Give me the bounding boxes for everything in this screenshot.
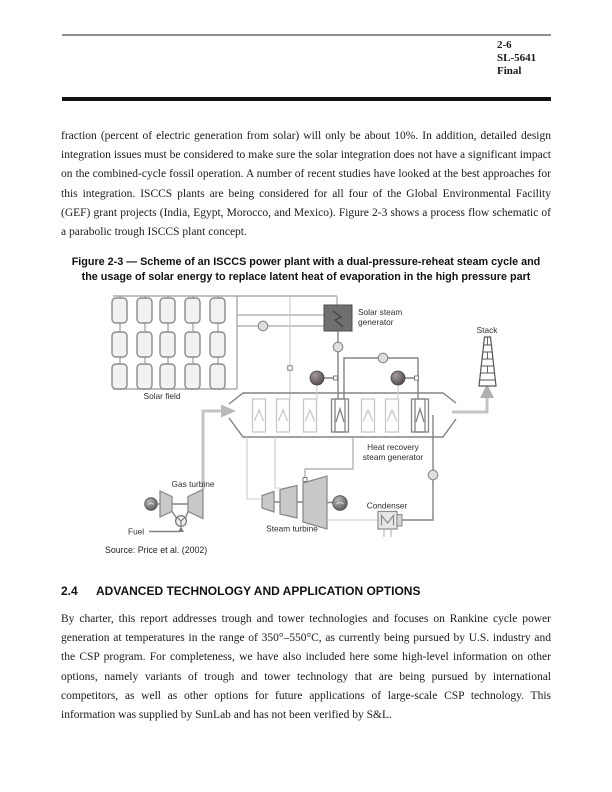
hrsg: Heat recovery steam generator bbox=[228, 392, 457, 462]
hrsg-label: Heat recovery bbox=[367, 442, 419, 452]
source-note: Source: Price et al. (2002) bbox=[105, 545, 207, 555]
steam-turbine-label: Steam turbine bbox=[266, 524, 318, 534]
steam-turbine: Steam turbine bbox=[261, 475, 348, 534]
solar-field-label: Solar field bbox=[144, 391, 181, 401]
figure-caption: Figure 2-3 — Scheme of an ISCCS power pl… bbox=[56, 255, 556, 284]
feedwater-line bbox=[402, 415, 439, 521]
pump-icon bbox=[390, 370, 406, 386]
figure-caption-line-2: the usage of solar energy to replace lat… bbox=[81, 270, 531, 283]
stack-label: Stack bbox=[477, 325, 499, 335]
valve-icon bbox=[332, 341, 344, 353]
body-paragraph-2: By charter, this report addresses trough… bbox=[61, 613, 551, 722]
fuel-label: Fuel bbox=[128, 527, 144, 537]
document-number: SL-5641 bbox=[497, 52, 537, 64]
gas-turbine: Gas turbine bbox=[144, 479, 215, 527]
header-rule-thin bbox=[62, 34, 551, 36]
fuel-line: Fuel bbox=[128, 526, 184, 537]
steam-lines bbox=[246, 437, 354, 500]
document-status: Final bbox=[497, 65, 522, 77]
figure-caption-line-1: Figure 2-3 — Scheme of an ISCCS power pl… bbox=[71, 256, 541, 268]
valve-icon bbox=[427, 469, 439, 481]
stack-icon: Stack bbox=[477, 325, 499, 387]
hrsg-coil bbox=[251, 398, 400, 433]
page-header: 2-6 SL-5641 Final bbox=[497, 39, 536, 78]
page-number: 2-6 bbox=[497, 39, 512, 51]
svg-text:steam generator: steam generator bbox=[363, 452, 424, 462]
body-paragraph-1: fraction (percent of electric generation… bbox=[61, 130, 551, 239]
solar-steam-generator: Solar steam generator bbox=[323, 304, 402, 399]
condenser-label: Condenser bbox=[367, 501, 408, 511]
hrsg-coil bbox=[330, 398, 430, 433]
condenser: Condenser bbox=[327, 501, 408, 537]
section-title: ADVANCED TECHNOLOGY AND APPLICATION OPTI… bbox=[96, 584, 421, 598]
valve-icon bbox=[377, 352, 389, 364]
section-number: 2.4 bbox=[61, 584, 78, 598]
solar-loop-piping bbox=[237, 296, 338, 399]
solar-field-collectors bbox=[111, 297, 226, 390]
figure-diagram: Solar field Solar steam generator bbox=[105, 295, 499, 555]
header-rule-thick bbox=[62, 97, 551, 101]
solar-field: Solar field bbox=[111, 295, 337, 401]
svg-text:generator: generator bbox=[358, 317, 394, 327]
exhaust-arrow bbox=[201, 404, 236, 489]
pump-icon bbox=[309, 370, 325, 386]
gas-turbine-label: Gas turbine bbox=[172, 479, 215, 489]
solar-steam-generator-label: Solar steam bbox=[358, 307, 402, 317]
section-heading: 2.4 ADVANCED TECHNOLOGY AND APPLICATION … bbox=[61, 584, 420, 598]
flue-gas-arrow bbox=[452, 384, 494, 414]
hrsg-top-piping bbox=[309, 352, 419, 399]
generator-icon bbox=[144, 497, 158, 511]
valve-icon bbox=[257, 320, 269, 332]
